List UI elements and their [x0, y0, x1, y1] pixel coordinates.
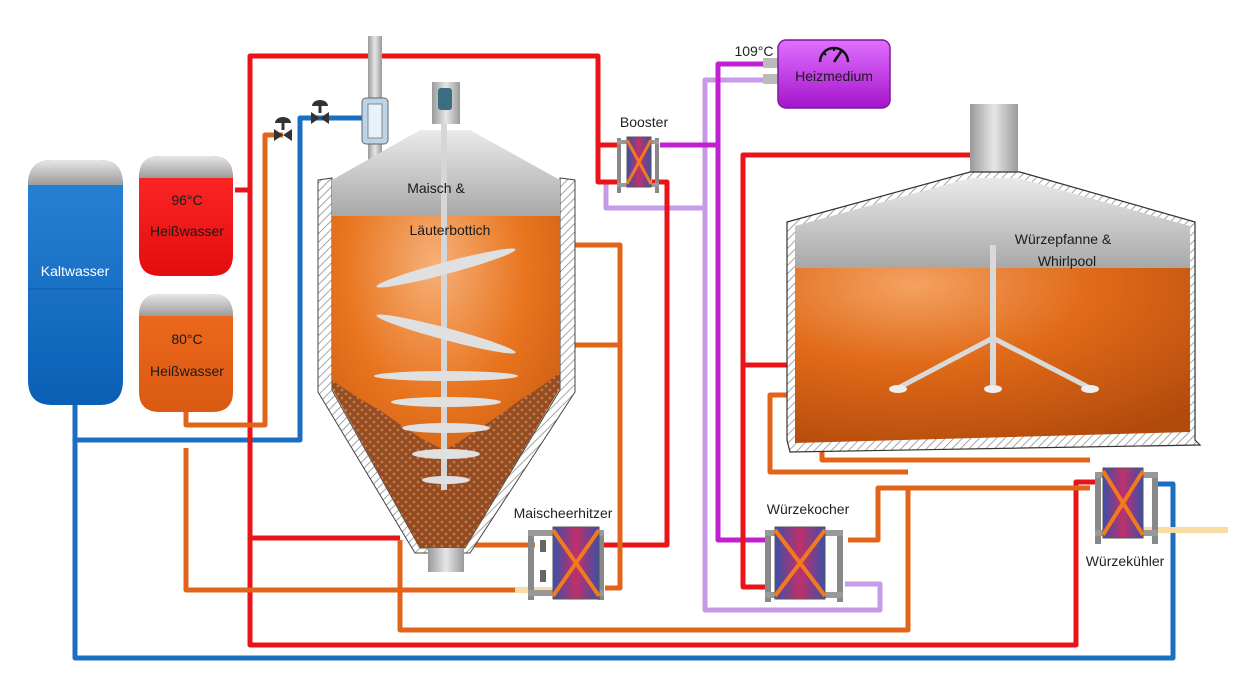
wort-boiler-label: Würzekocher — [767, 501, 850, 517]
valve-icon[interactable] — [311, 100, 329, 124]
hot-water-80-label: Heißwasser — [150, 363, 224, 379]
pipe-blue-cold-return — [72, 405, 1176, 661]
wort-cooler-exchanger[interactable]: Würzekühler — [1086, 467, 1165, 569]
hot-water-96-tank: 96°C Heißwasser — [139, 156, 233, 276]
pipe-red-kettle — [740, 152, 995, 590]
wort-kettle-label-line1: Würzepfanne & — [1015, 231, 1112, 247]
motor-icon — [438, 88, 452, 110]
mash-tun: Maisch & Läuterbottich — [317, 36, 576, 572]
pipe-orange-80 — [183, 132, 283, 428]
pipe-orange-mash-loop — [553, 242, 623, 591]
mash-heater-label: Maischeerhitzer — [514, 505, 613, 521]
pipe-red-booster-in — [595, 145, 618, 185]
pipe-red-left — [247, 56, 1098, 648]
hot-water-96-temp: 96°C — [171, 192, 202, 208]
wort-kettle-label-line2: Whirlpool — [1038, 253, 1096, 269]
mash-tun-label-line1: Maisch & — [407, 180, 465, 196]
wort-cooler-label: Würzekühler — [1086, 553, 1165, 569]
hot-water-80-temp: 80°C — [171, 331, 202, 347]
cold-water-label: Kaltwasser — [41, 263, 110, 279]
mash-heater-exchanger[interactable]: Maischeerhitzer — [514, 505, 613, 600]
heat-medium-temp: 109°C — [734, 43, 773, 59]
valve-icon[interactable] — [274, 117, 292, 141]
booster-label: Booster — [620, 114, 669, 130]
pipe-orange-mash-bottom — [397, 490, 911, 633]
gauge-icon — [818, 46, 850, 63]
heat-medium-label: Heizmedium — [795, 68, 873, 84]
mash-tun-label-line2: Läuterbottich — [410, 222, 491, 238]
booster-exchanger[interactable]: Booster — [617, 114, 668, 193]
pipe-orange-boiler — [848, 485, 1090, 543]
cold-water-tank: Kaltwasser — [28, 160, 123, 405]
heat-medium-unit: Heizmedium 109°C — [734, 39, 891, 109]
pipe-lilac-booster — [603, 182, 705, 211]
wort-kettle: Würzepfanne & Whirlpool — [786, 104, 1202, 453]
hot-water-96-label: Heißwasser — [150, 223, 224, 239]
pipe-blue-cold-feed — [75, 115, 364, 443]
pipe-red-booster-out — [600, 179, 670, 548]
pipe-orange-80-feed — [183, 448, 525, 593]
hot-water-80-tank: 80°C Heißwasser — [139, 294, 233, 412]
wort-boiler-exchanger[interactable]: Würzekocher — [765, 501, 850, 602]
